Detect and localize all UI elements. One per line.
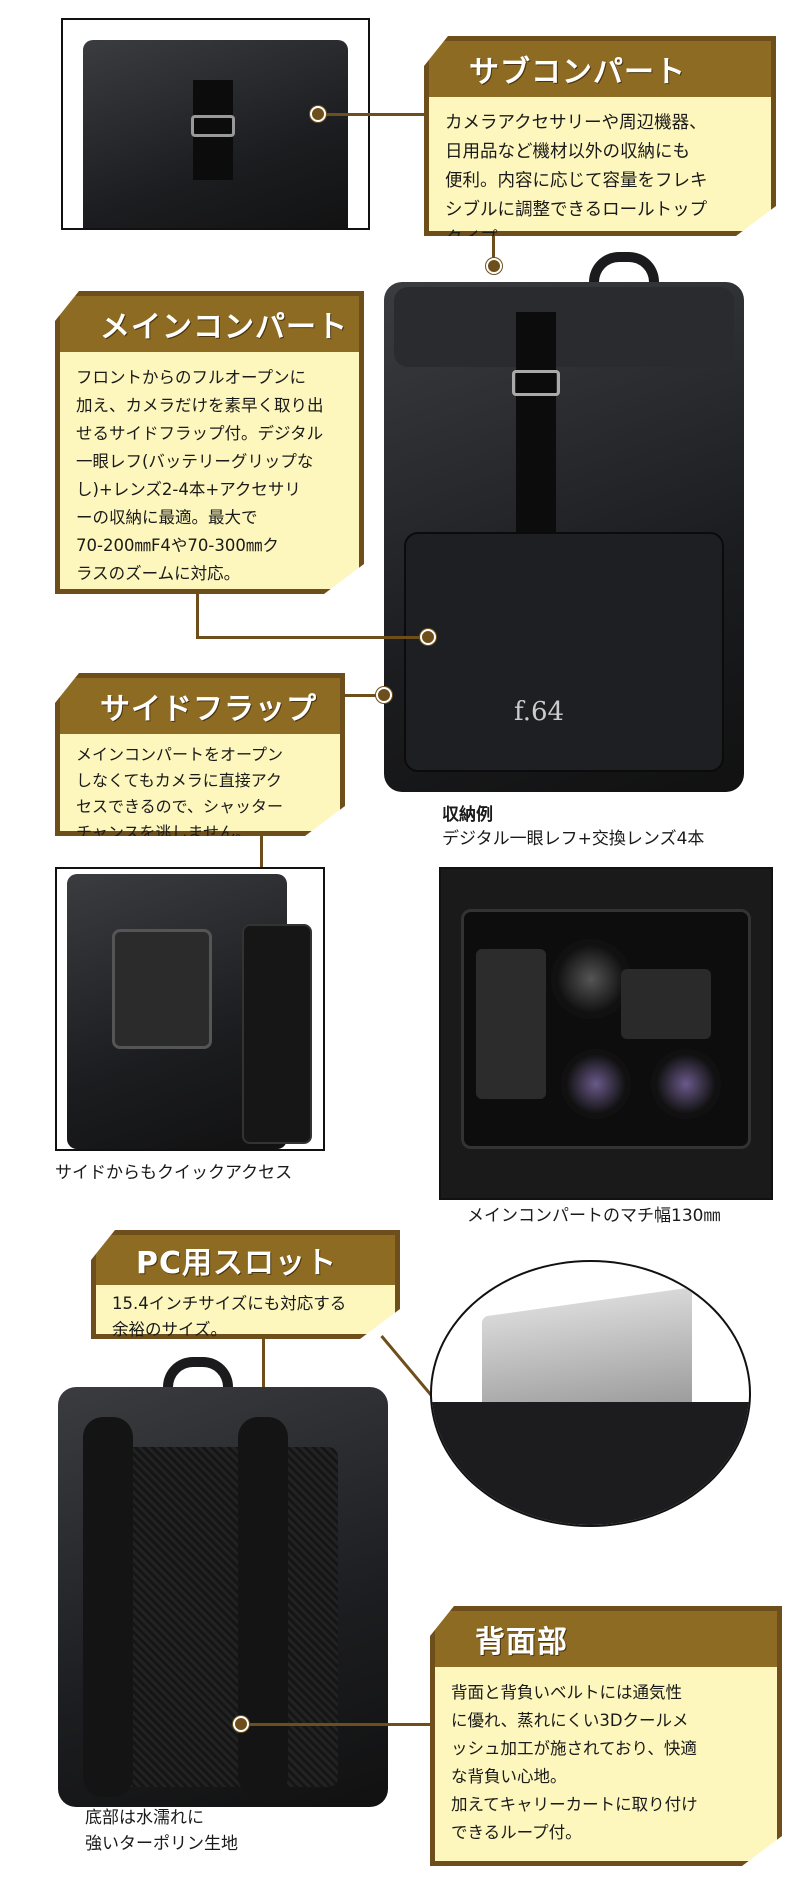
callout-title: サブコンパート bbox=[429, 41, 771, 97]
pointer-dot bbox=[420, 629, 436, 645]
pointer-dot bbox=[376, 687, 392, 703]
side-access-caption: サイドからもクイックアクセス bbox=[55, 1163, 293, 1183]
storage-example-title: 収納例 bbox=[442, 805, 493, 825]
callout-title: メインコンパート bbox=[60, 296, 359, 352]
bottom-material-caption: 底部は水濡れに 強いターポリン生地 bbox=[85, 1808, 238, 1854]
side-flap-callout: サイドフラップ メインコンパートをオープン しなくてもカメラに直接アク セスでき… bbox=[55, 673, 345, 836]
side-access-photo bbox=[55, 867, 325, 1151]
pc-slot-callout: PC用スロット 15.4インチサイズにも対応する 余裕のサイズ。 bbox=[91, 1230, 400, 1339]
brand-logo: f.64 bbox=[514, 697, 565, 727]
sub-compartment-callout: サブコンパート カメラアクセサリーや周辺機器、 日用品など機材以外の収納にも 便… bbox=[424, 36, 776, 236]
storage-example-photo bbox=[439, 867, 773, 1200]
callout-body: カメラアクセサリーや周辺機器、 日用品など機材以外の収納にも 便利。内容に応じて… bbox=[445, 113, 708, 249]
main-compartment-callout: メインコンパート フロントからのフルオープンに 加え、カメラだけを素早く取り出 … bbox=[55, 291, 364, 594]
callout-title: サイドフラップ bbox=[60, 678, 340, 734]
gusset-caption: メインコンパートのマチ幅130㎜ bbox=[467, 1206, 721, 1226]
backpack-front-photo: f.64 bbox=[364, 242, 776, 802]
callout-body: 15.4インチサイズにも対応する 余裕のサイズ。 bbox=[112, 1294, 347, 1339]
back-callout: 背面部 背面と背負いベルトには通気性 に優れ、蒸れにくい3Dクールメ ッシュ加工… bbox=[430, 1606, 782, 1866]
callout-title: PC用スロット bbox=[96, 1235, 395, 1285]
pointer-dot bbox=[310, 106, 326, 122]
callout-title: 背面部 bbox=[435, 1611, 777, 1667]
rolltop-photo bbox=[61, 18, 370, 230]
callout-body: 背面と背負いベルトには通気性 に優れ、蒸れにくい3Dクールメ ッシュ加工が施され… bbox=[451, 1683, 698, 1842]
pc-slot-photo bbox=[430, 1260, 751, 1527]
pointer-dot bbox=[486, 258, 502, 274]
backpack-back-photo bbox=[48, 1357, 418, 1872]
callout-body: メインコンパートをオープン しなくてもカメラに直接アク セスできるので、シャッタ… bbox=[76, 745, 284, 842]
storage-example-desc: デジタル一眼レフ+交換レンズ4本 bbox=[442, 829, 705, 849]
pointer-dot bbox=[233, 1716, 249, 1732]
callout-body: フロントからのフルオープンに 加え、カメラだけを素早く取り出 せるサイドフラップ… bbox=[76, 368, 324, 583]
